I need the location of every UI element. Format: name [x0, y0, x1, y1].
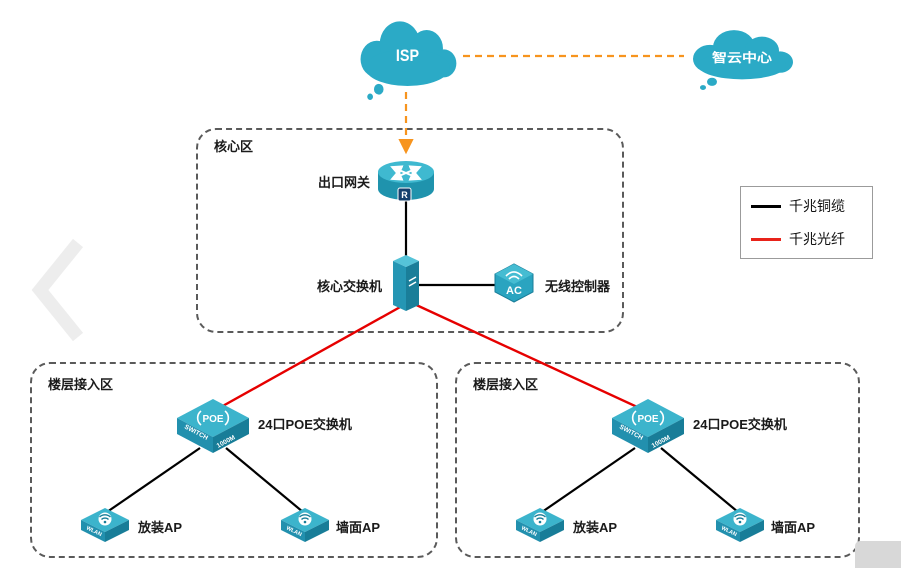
isp-label: ISP: [396, 47, 419, 65]
poe-switch-left-label: 24口POE交换机: [258, 417, 352, 432]
ap-icon: WLAN: [716, 508, 764, 542]
core-zone-box: [196, 128, 624, 333]
floor-zone-right-label: 楼层接入区: [473, 377, 539, 392]
cloud-icon: 智云中心: [693, 30, 793, 90]
ap-icon: WLAN: [281, 508, 329, 542]
ap-left-1-label: 放装AP: [138, 520, 183, 535]
legend-copper-label: 千兆铜缆: [789, 198, 845, 214]
watermark-chevron: [31, 238, 84, 342]
ap-icon: WLAN: [81, 508, 129, 542]
fiber-line-swatch: [751, 237, 781, 241]
ap-right-1-label: 放装AP: [573, 520, 618, 535]
router-badge-text: R: [401, 190, 408, 200]
core-switch-icon: [393, 255, 419, 311]
link-coreswitch-poeleft: [211, 304, 403, 414]
poe-switch-icon: POE SWITCH 1000M: [177, 399, 249, 453]
cloud-center-label: 智云中心: [712, 50, 772, 64]
core-zone-label: 核心区: [214, 139, 254, 154]
link-poeright-ap4: [660, 447, 739, 513]
legend-fiber-label: 千兆光纤: [789, 231, 845, 247]
floor-zone-left-label: 楼层接入区: [48, 377, 114, 392]
ap-left-2-label: 墙面AP: [336, 520, 381, 535]
ac-controller-label: 无线控制器: [545, 279, 611, 294]
legend: 千兆铜缆 千兆光纤: [740, 186, 873, 259]
poe-switch-right-label: 24口POE交换机: [693, 417, 787, 432]
cloud-icon: ISP: [360, 21, 457, 100]
link-poeleft-ap1: [106, 447, 201, 513]
ac-controller-icon: AC: [494, 263, 534, 303]
poe-switch-icon: POE SWITCH 1000M: [612, 399, 684, 453]
ap-right-2-label: 墙面AP: [771, 520, 816, 535]
router-badge: [397, 187, 412, 202]
link-poeright-ap3: [541, 447, 636, 513]
poe-icon-text-top: POE: [202, 414, 223, 425]
gateway-label: 出口网关: [317, 175, 370, 190]
copper-line-swatch: [751, 204, 781, 208]
poe-icon-text-top: POE: [637, 414, 658, 425]
router-icon: R: [378, 161, 434, 202]
legend-item-fiber: 千兆光纤: [751, 229, 862, 249]
ac-icon-text: AC: [506, 285, 522, 297]
floor-zone-left-box: [30, 362, 438, 558]
legend-item-copper: 千兆铜缆: [751, 196, 862, 216]
ap-icon: WLAN: [516, 508, 564, 542]
corner-artifact: [855, 541, 901, 568]
floor-zone-right-box: [455, 362, 860, 558]
core-switch-label: 核心交换机: [316, 279, 382, 294]
link-poeleft-ap2: [225, 447, 304, 513]
link-coreswitch-poeright: [411, 301, 649, 414]
